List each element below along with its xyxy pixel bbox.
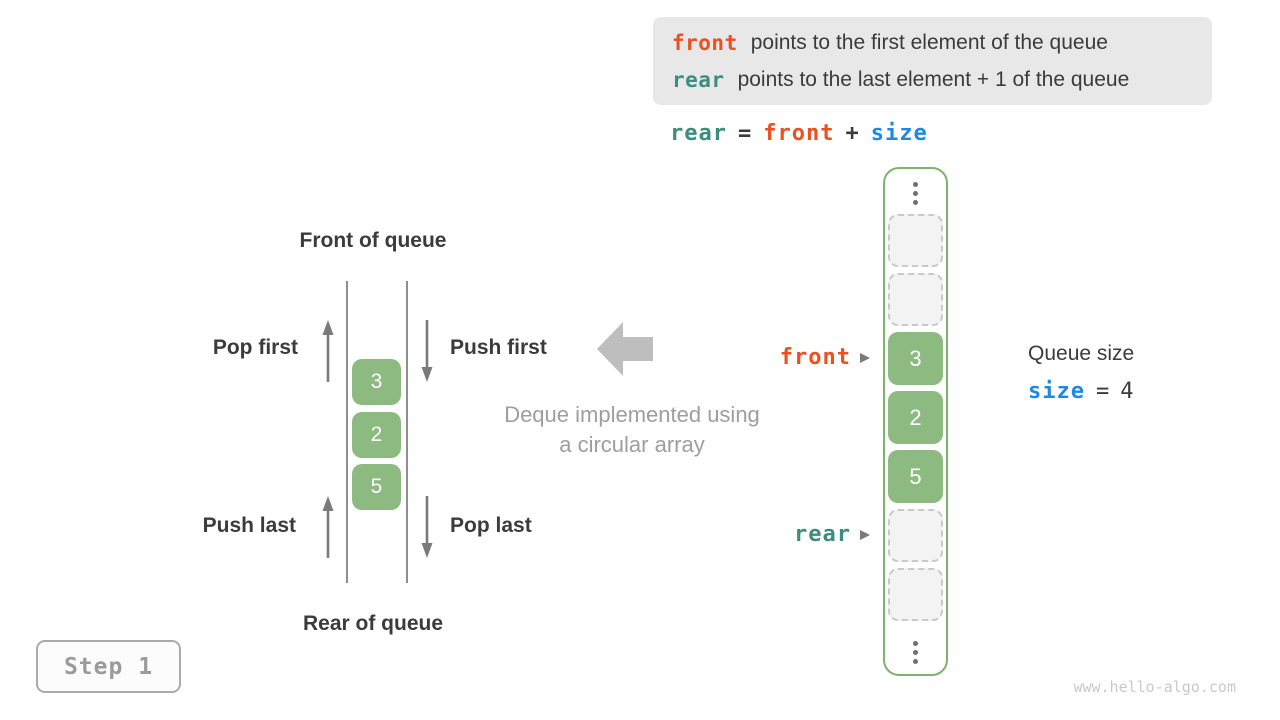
front-pointer: front <box>780 345 870 370</box>
size-keyword: size <box>1028 379 1085 404</box>
figure-caption: Deque implemented using a circular array <box>482 400 782 460</box>
dot <box>913 659 918 664</box>
array-slot-value: 5 <box>888 450 943 503</box>
queue-size-block: Queue size size = 4 <box>1028 342 1134 404</box>
formula-plus: + <box>845 121 860 146</box>
array-slot-value: 3 <box>888 332 943 385</box>
ellipsis-icon <box>913 641 918 664</box>
array-slot-value: 2 <box>888 391 943 444</box>
down-arrow-icon <box>421 320 433 382</box>
dot <box>913 200 918 205</box>
pointer-arrow-icon <box>860 352 870 363</box>
push-first-label: Push first <box>450 336 547 359</box>
rear-keyword: rear <box>672 67 725 92</box>
down-arrow-icon <box>421 496 433 558</box>
array-slot-empty <box>888 273 943 326</box>
front-pointer-label: front <box>779 345 851 370</box>
channel-left-line <box>346 281 348 583</box>
array-slot-empty <box>888 568 943 621</box>
pop-first-label: Pop first <box>212 336 298 359</box>
size-equals: = <box>1095 379 1110 404</box>
formula-front: front <box>763 121 835 146</box>
deque-cell: 3 <box>352 359 401 405</box>
rear-description: points to the last element + 1 of the qu… <box>737 67 1130 91</box>
array-slot-empty <box>888 509 943 562</box>
up-arrow-icon <box>322 320 334 382</box>
deque-cell: 2 <box>352 412 401 458</box>
rear-pointer-label: rear <box>794 522 851 547</box>
dot <box>913 182 918 187</box>
left-block-arrow-icon <box>597 322 653 376</box>
step-badge: Step 1 <box>36 640 181 693</box>
ellipsis-icon <box>913 182 918 205</box>
formula-size: size <box>870 121 928 146</box>
dot <box>913 641 918 646</box>
pointer-arrow-icon <box>860 529 870 540</box>
rear-pointer: rear <box>794 522 870 547</box>
watermark: www.hello-algo.com <box>1073 678 1236 696</box>
pop-last-label: Pop last <box>450 514 532 537</box>
size-value: 4 <box>1120 379 1134 404</box>
legend-line-rear: rear points to the last element + 1 of t… <box>672 61 1212 98</box>
rear-of-queue-label: Rear of queue <box>302 612 444 635</box>
legend-box: front points to the first element of the… <box>653 17 1212 105</box>
formula: rear = front + size <box>670 121 928 146</box>
circular-array: 3 2 5 <box>883 167 948 676</box>
up-arrow-icon <box>322 496 334 558</box>
front-of-queue-label: Front of queue <box>299 229 447 252</box>
deque-cell: 5 <box>352 464 401 510</box>
dot <box>913 650 918 655</box>
front-keyword: front <box>672 30 738 55</box>
caption-line-1: Deque implemented using <box>504 402 760 427</box>
legend-line-front: front points to the first element of the… <box>672 24 1212 61</box>
push-last-label: Push last <box>202 514 296 537</box>
caption-line-2: a circular array <box>559 432 705 457</box>
channel-right-line <box>406 281 408 583</box>
front-description: points to the first element of the queue <box>750 30 1108 54</box>
dot <box>913 191 918 196</box>
queue-size-title: Queue size <box>1028 342 1135 365</box>
formula-rear: rear <box>670 121 727 146</box>
array-slot-empty <box>888 214 943 267</box>
formula-equals: = <box>737 121 753 146</box>
queue-size-value-line: size = 4 <box>1028 379 1134 404</box>
